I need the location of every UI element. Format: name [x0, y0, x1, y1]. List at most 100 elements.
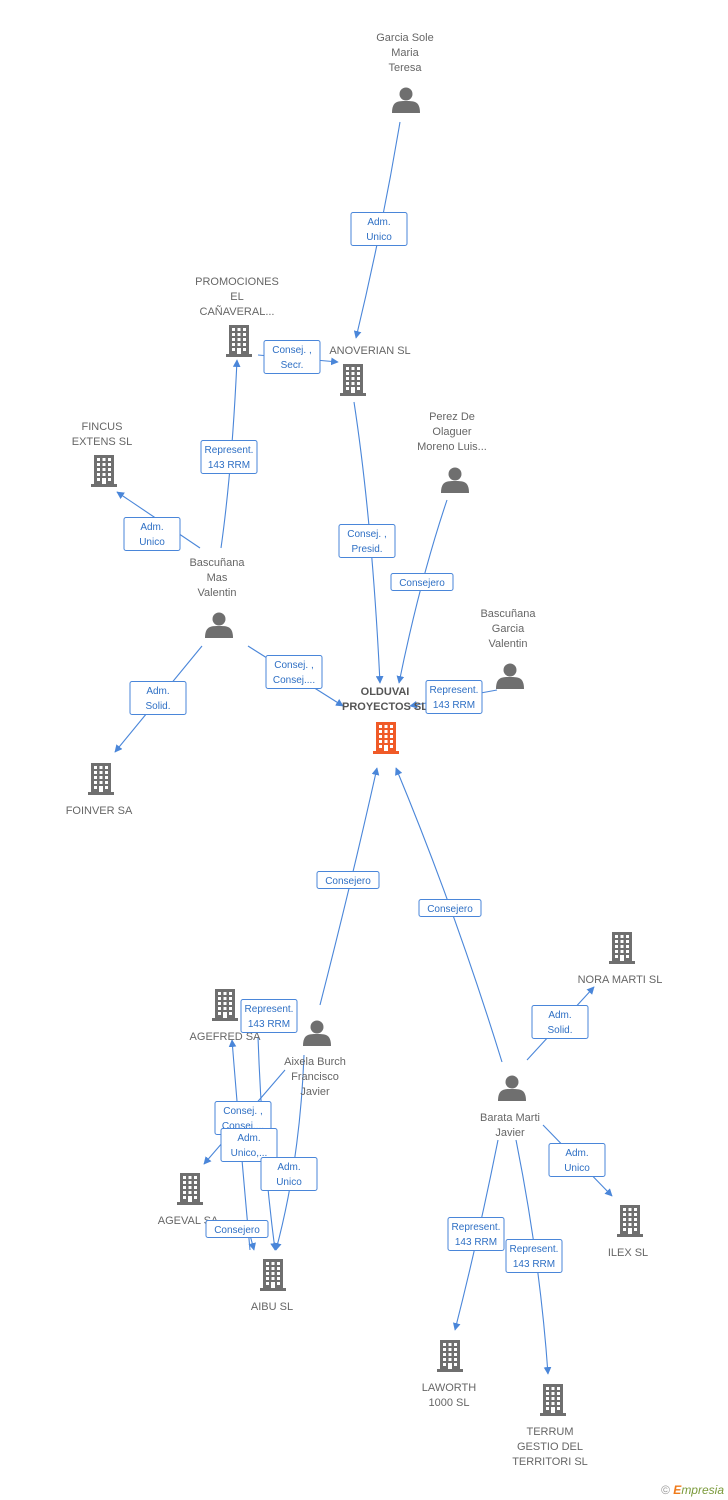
node-label: ILEX SL	[608, 1247, 648, 1259]
person-icon	[498, 1075, 526, 1101]
node-promo[interactable]: PROMOCIONES EL CAÑAVERAL...	[195, 276, 279, 357]
node-label: Bascuñana	[480, 608, 536, 620]
building-icon	[373, 722, 399, 754]
node-label: FINCUS	[82, 421, 123, 433]
node-label: Garcia	[492, 623, 525, 635]
edge-label[interactable]: Adm. Unico	[350, 212, 408, 246]
node-label: Teresa	[388, 62, 422, 74]
node-label: CAÑAVERAL...	[200, 305, 275, 318]
node-label: Valentin	[489, 638, 528, 650]
node-label: Mas	[207, 572, 228, 584]
edge-label-text: Represent.	[430, 685, 479, 696]
edge-label-text: Represent.	[245, 1004, 294, 1015]
edge-label-text: Adm.	[140, 522, 163, 533]
node-label: Barata Marti	[480, 1112, 540, 1124]
node-label: Moreno Luis...	[417, 441, 487, 453]
node-label: TERRUM	[526, 1426, 573, 1438]
edge-label[interactable]: Consej. ,Secr.	[263, 340, 321, 374]
edge-label[interactable]: Represent. 143 RRM	[447, 1217, 505, 1251]
node-label: PROYECTOS SL	[342, 701, 428, 713]
edge-label-text: Secr.	[281, 360, 304, 371]
edge-label-text: Unico	[276, 1177, 302, 1188]
building-icon	[177, 1173, 203, 1205]
edge-label-text: Solid.	[145, 701, 170, 712]
node-label: Maria	[391, 47, 419, 59]
edge-label[interactable]: Adm.Solid.	[129, 681, 187, 715]
node-fincus[interactable]: FINCUS EXTENS SL	[72, 421, 133, 487]
node-label: Javier	[495, 1127, 525, 1139]
node-label: Perez De	[429, 411, 475, 423]
edge-label-text: Adm.	[367, 217, 390, 228]
person-icon	[303, 1020, 331, 1046]
edge-label-text: Consejero	[214, 1225, 260, 1236]
node-label: EL	[230, 291, 243, 303]
edge-label[interactable]: Consej. ,Consej....	[265, 655, 323, 689]
edge-label[interactable]: Adm.Solid.	[531, 1005, 589, 1039]
edge-label-text: Unico	[366, 232, 392, 243]
node-label: NORA MARTI SL	[578, 974, 663, 986]
edge-label[interactable]: Consejero	[316, 871, 380, 889]
node-anoverian[interactable]: ANOVERIAN SL	[329, 345, 411, 396]
person-icon	[205, 612, 233, 638]
node-label: Garcia Sole	[376, 32, 433, 44]
person-icon	[496, 663, 524, 689]
edge-label[interactable]: Adm. Unico,...	[220, 1128, 278, 1162]
building-icon	[226, 325, 252, 357]
node-label: EXTENS SL	[72, 436, 133, 448]
edge-label-text: Consejero	[427, 904, 473, 915]
edge-label[interactable]: Adm.Unico	[548, 1143, 606, 1177]
building-icon	[91, 455, 117, 487]
edge-label-text: 143 RRM	[248, 1019, 290, 1030]
edge-perez-olduvai	[396, 499, 448, 684]
building-icon	[88, 763, 114, 795]
edge-label-text: Adm.	[237, 1133, 260, 1144]
node-label: Javier	[300, 1086, 330, 1098]
node-label: GESTIO DEL	[517, 1441, 583, 1453]
node-label: LAWORTH	[422, 1382, 476, 1394]
empresia-watermark: © Empresia	[661, 1483, 724, 1497]
node-terrum[interactable]: TERRUM GESTIO DEL TERRITORI SL	[512, 1384, 588, 1468]
building-icon	[609, 932, 635, 964]
node-label: TERRITORI SL	[512, 1456, 588, 1468]
edge-label[interactable]: Consej. ,Presid.	[338, 524, 396, 558]
edge-label-text: 143 RRM	[455, 1237, 497, 1248]
edge-label-text: Adm.	[277, 1162, 300, 1173]
edge-label[interactable]: Represent.143 RRM	[505, 1239, 563, 1273]
node-label: PROMOCIONES	[195, 276, 279, 288]
edge-label[interactable]: Represent. 143 RRM	[240, 999, 298, 1033]
node-label: AGEVAL SA	[158, 1215, 219, 1227]
node-nora[interactable]: NORA MARTI SL	[578, 932, 663, 986]
edge-label[interactable]: Consejero	[418, 899, 482, 917]
edge-label[interactable]: Consejero	[390, 573, 454, 591]
edge-label[interactable]: Represent.143 RRM	[200, 440, 258, 474]
node-ageval[interactable]: AGEVAL SA	[158, 1173, 219, 1227]
node-label: Aixela Burch	[284, 1056, 346, 1068]
edge-label-text: Represent.	[452, 1222, 501, 1233]
node-label: FOINVER SA	[66, 805, 133, 817]
node-label: Bascuñana	[189, 557, 245, 569]
node-foinver[interactable]: FOINVER SA	[66, 763, 133, 817]
node-ilex[interactable]: ILEX SL	[608, 1205, 648, 1259]
edge-label[interactable]: Consejero	[205, 1220, 269, 1238]
building-icon	[617, 1205, 643, 1237]
node-aibu[interactable]: AIBU SL	[251, 1259, 293, 1313]
node-agefred[interactable]: AGEFRED SA	[190, 989, 262, 1043]
edge-label[interactable]: Consej. ,Consej....	[214, 1101, 272, 1135]
edge-label[interactable]: Adm. Unico	[260, 1157, 318, 1191]
edge-label[interactable]: Represent.143 RRM	[425, 680, 483, 714]
person-icon	[441, 467, 469, 493]
edge-label[interactable]: Adm.Unico	[123, 517, 181, 551]
edge-label-text: Unico,...	[231, 1148, 268, 1159]
edge-label-text: Consej....	[273, 675, 315, 686]
person-icon	[392, 87, 420, 113]
edge-label-text: Consejero	[325, 876, 371, 887]
